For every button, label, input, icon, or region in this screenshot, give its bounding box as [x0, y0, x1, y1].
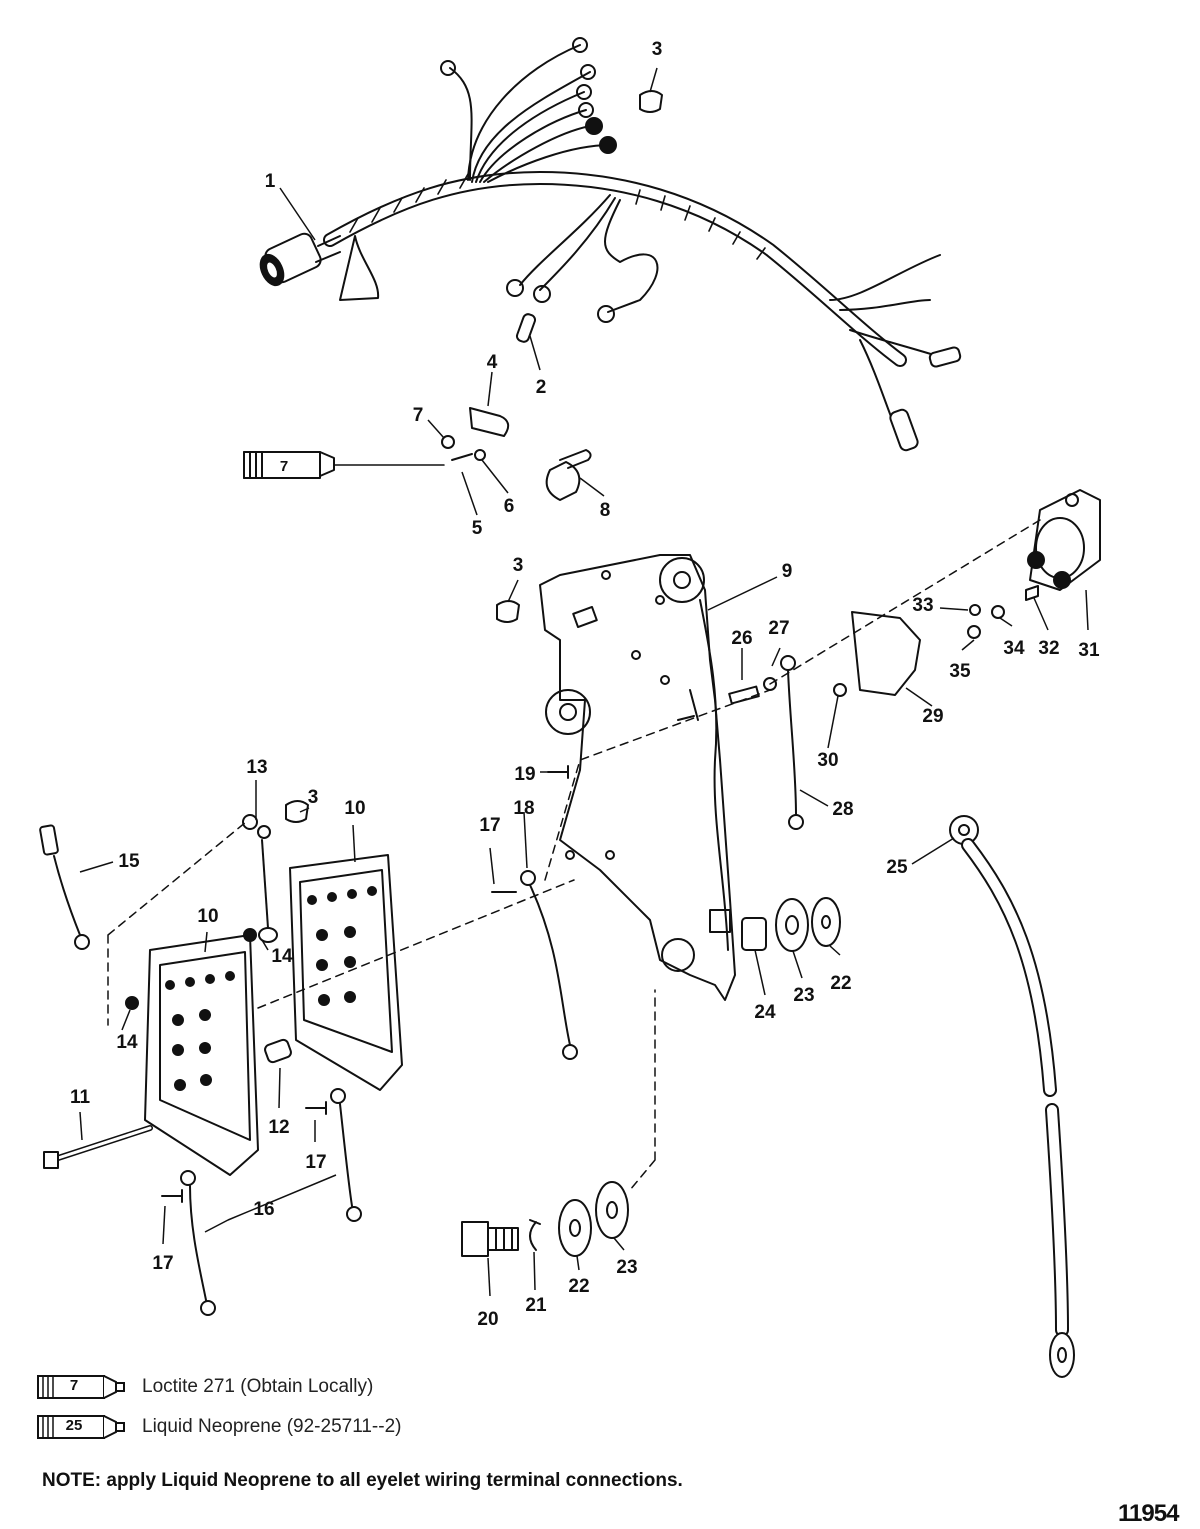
callout-23-upper: 23	[793, 985, 814, 1006]
callout-28: 28	[832, 799, 853, 820]
callout-22-lower: 22	[568, 1276, 589, 1297]
wiring-harness	[259, 37, 962, 452]
callout-11: 11	[70, 1087, 91, 1108]
callout-24: 24	[754, 1002, 776, 1023]
sealant-tube-7	[243, 451, 445, 479]
rectifier-10-front	[144, 934, 259, 1176]
callout-19: 19	[514, 764, 535, 785]
solenoid-31	[1027, 489, 1101, 591]
legend-text: Loctite 271 (Obtain Locally)	[142, 1376, 374, 1397]
callout-30: 30	[817, 750, 838, 771]
callout-10-rear: 10	[344, 798, 365, 819]
callout-35: 35	[949, 661, 971, 682]
nut-14-lower	[125, 996, 139, 1010]
callout-34: 34	[1003, 638, 1025, 659]
washer-23-upper	[775, 898, 809, 952]
legend-tube-number: 25	[65, 1417, 83, 1434]
callout-26: 26	[731, 628, 752, 649]
legend-text: Liquid Neoprene (92-25711--2)	[142, 1416, 402, 1437]
callout-3-mid: 3	[513, 555, 524, 576]
callout-17-lower: 17	[152, 1253, 173, 1274]
bracket-4	[441, 407, 510, 461]
spacer-12	[264, 1038, 292, 1064]
bracket-29	[851, 611, 921, 696]
callout-17-mid: 17	[305, 1152, 326, 1173]
battery-cable-25	[949, 815, 1075, 1378]
legend-row-loctite: 7 Loctite 271 (Obtain Locally)	[36, 1370, 373, 1404]
clip-3-mid	[496, 600, 520, 623]
callout-3-top: 3	[652, 39, 663, 60]
callout-29: 29	[922, 706, 943, 727]
clamp-8	[545, 449, 592, 501]
callout-1: 1	[265, 171, 276, 192]
sealant-tube-icon: 7	[36, 1374, 128, 1400]
callout-3-left: 3	[308, 787, 319, 808]
connector-2	[515, 313, 537, 343]
callout-2: 2	[536, 377, 547, 398]
callout-14-lower: 14	[116, 1032, 138, 1053]
callout-32: 32	[1038, 638, 1059, 659]
callout-5: 5	[472, 518, 483, 539]
callout-25: 25	[886, 857, 908, 878]
assembly-note: NOTE: apply Liquid Neoprene to all eyele…	[42, 1470, 683, 1491]
bolt-20	[461, 1221, 519, 1257]
wires-16	[161, 1088, 362, 1316]
harness-plug	[259, 232, 341, 287]
ground-wire-28	[780, 655, 804, 830]
callout-27: 27	[768, 618, 789, 639]
clip-3-top	[639, 90, 663, 113]
callout-33: 33	[912, 595, 933, 616]
callout-14-upper: 14	[271, 946, 293, 967]
figure-id: 11954	[1118, 1500, 1179, 1527]
sealant-tube-label: 7	[280, 458, 288, 475]
callout-9: 9	[782, 561, 793, 582]
sealant-tube-icon: 25	[36, 1414, 128, 1440]
ground-wire-18	[491, 870, 578, 1060]
callout-13: 13	[246, 757, 267, 778]
callout-20: 20	[477, 1309, 498, 1330]
callout-4: 4	[487, 352, 498, 373]
rectifier-10-rear	[289, 854, 403, 1091]
callout-21: 21	[525, 1295, 547, 1316]
washer-23-lower	[595, 1181, 629, 1239]
callout-18: 18	[513, 798, 534, 819]
callout-6: 6	[504, 496, 515, 517]
legend-row-neoprene: 25 Liquid Neoprene (92-25711--2)	[36, 1410, 401, 1444]
screw-19	[547, 765, 569, 779]
lockwasher-21	[529, 1219, 541, 1251]
ground-wire-13	[242, 814, 278, 943]
callout-12: 12	[268, 1117, 289, 1138]
callout-23-lower: 23	[616, 1257, 637, 1278]
callout-7: 7	[413, 405, 424, 426]
clip-3-left	[285, 800, 309, 823]
bolt-11	[43, 1125, 153, 1169]
callout-31: 31	[1078, 640, 1100, 661]
washer-22-upper	[811, 897, 841, 947]
washer-22-lower	[558, 1199, 592, 1257]
callout-15: 15	[118, 851, 140, 872]
mounting-plate-9	[539, 554, 736, 1001]
spacer-24	[741, 917, 767, 951]
callout-8: 8	[600, 500, 611, 521]
wire-15	[39, 824, 90, 950]
nut-14-upper	[243, 928, 257, 942]
callout-22-upper: 22	[830, 973, 851, 994]
legend-tube-number: 7	[69, 1377, 79, 1394]
callout-17-upper: 17	[479, 815, 500, 836]
callout-10-front: 10	[197, 906, 218, 927]
callout-16: 16	[253, 1199, 274, 1220]
